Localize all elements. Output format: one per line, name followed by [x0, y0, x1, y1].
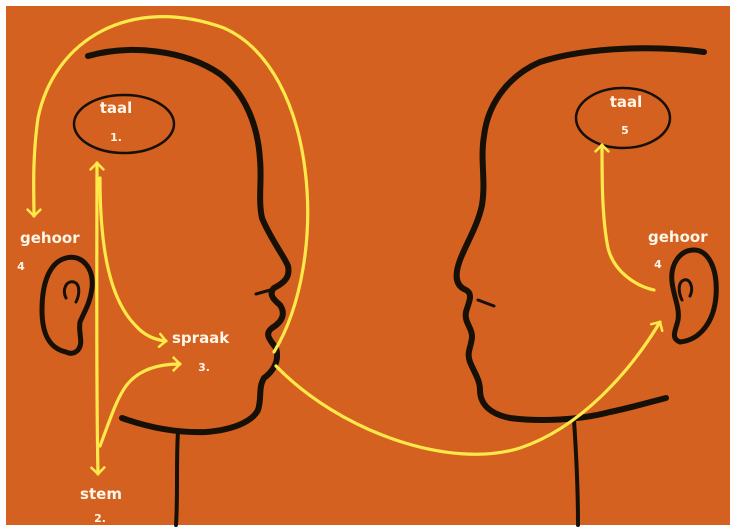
- label-gehoor-left: gehoor: [20, 231, 90, 246]
- arrow-taal-stem: [97, 163, 98, 474]
- number-gehoor-right: 4: [650, 259, 666, 270]
- number-taal-right: 5: [614, 125, 636, 136]
- label-gehoor-right: gehoor: [648, 230, 718, 245]
- number-stem: 2.: [90, 513, 110, 524]
- number-gehoor-left: 4: [14, 261, 28, 272]
- label-stem: stem: [76, 487, 126, 502]
- label-spraak: spraak: [172, 331, 242, 346]
- diagram-background: [6, 6, 730, 525]
- number-spraak: 3.: [196, 362, 212, 373]
- number-taal-left: 1.: [104, 132, 128, 143]
- label-taal-right: taal: [606, 95, 646, 110]
- label-taal-left: taal: [96, 101, 136, 116]
